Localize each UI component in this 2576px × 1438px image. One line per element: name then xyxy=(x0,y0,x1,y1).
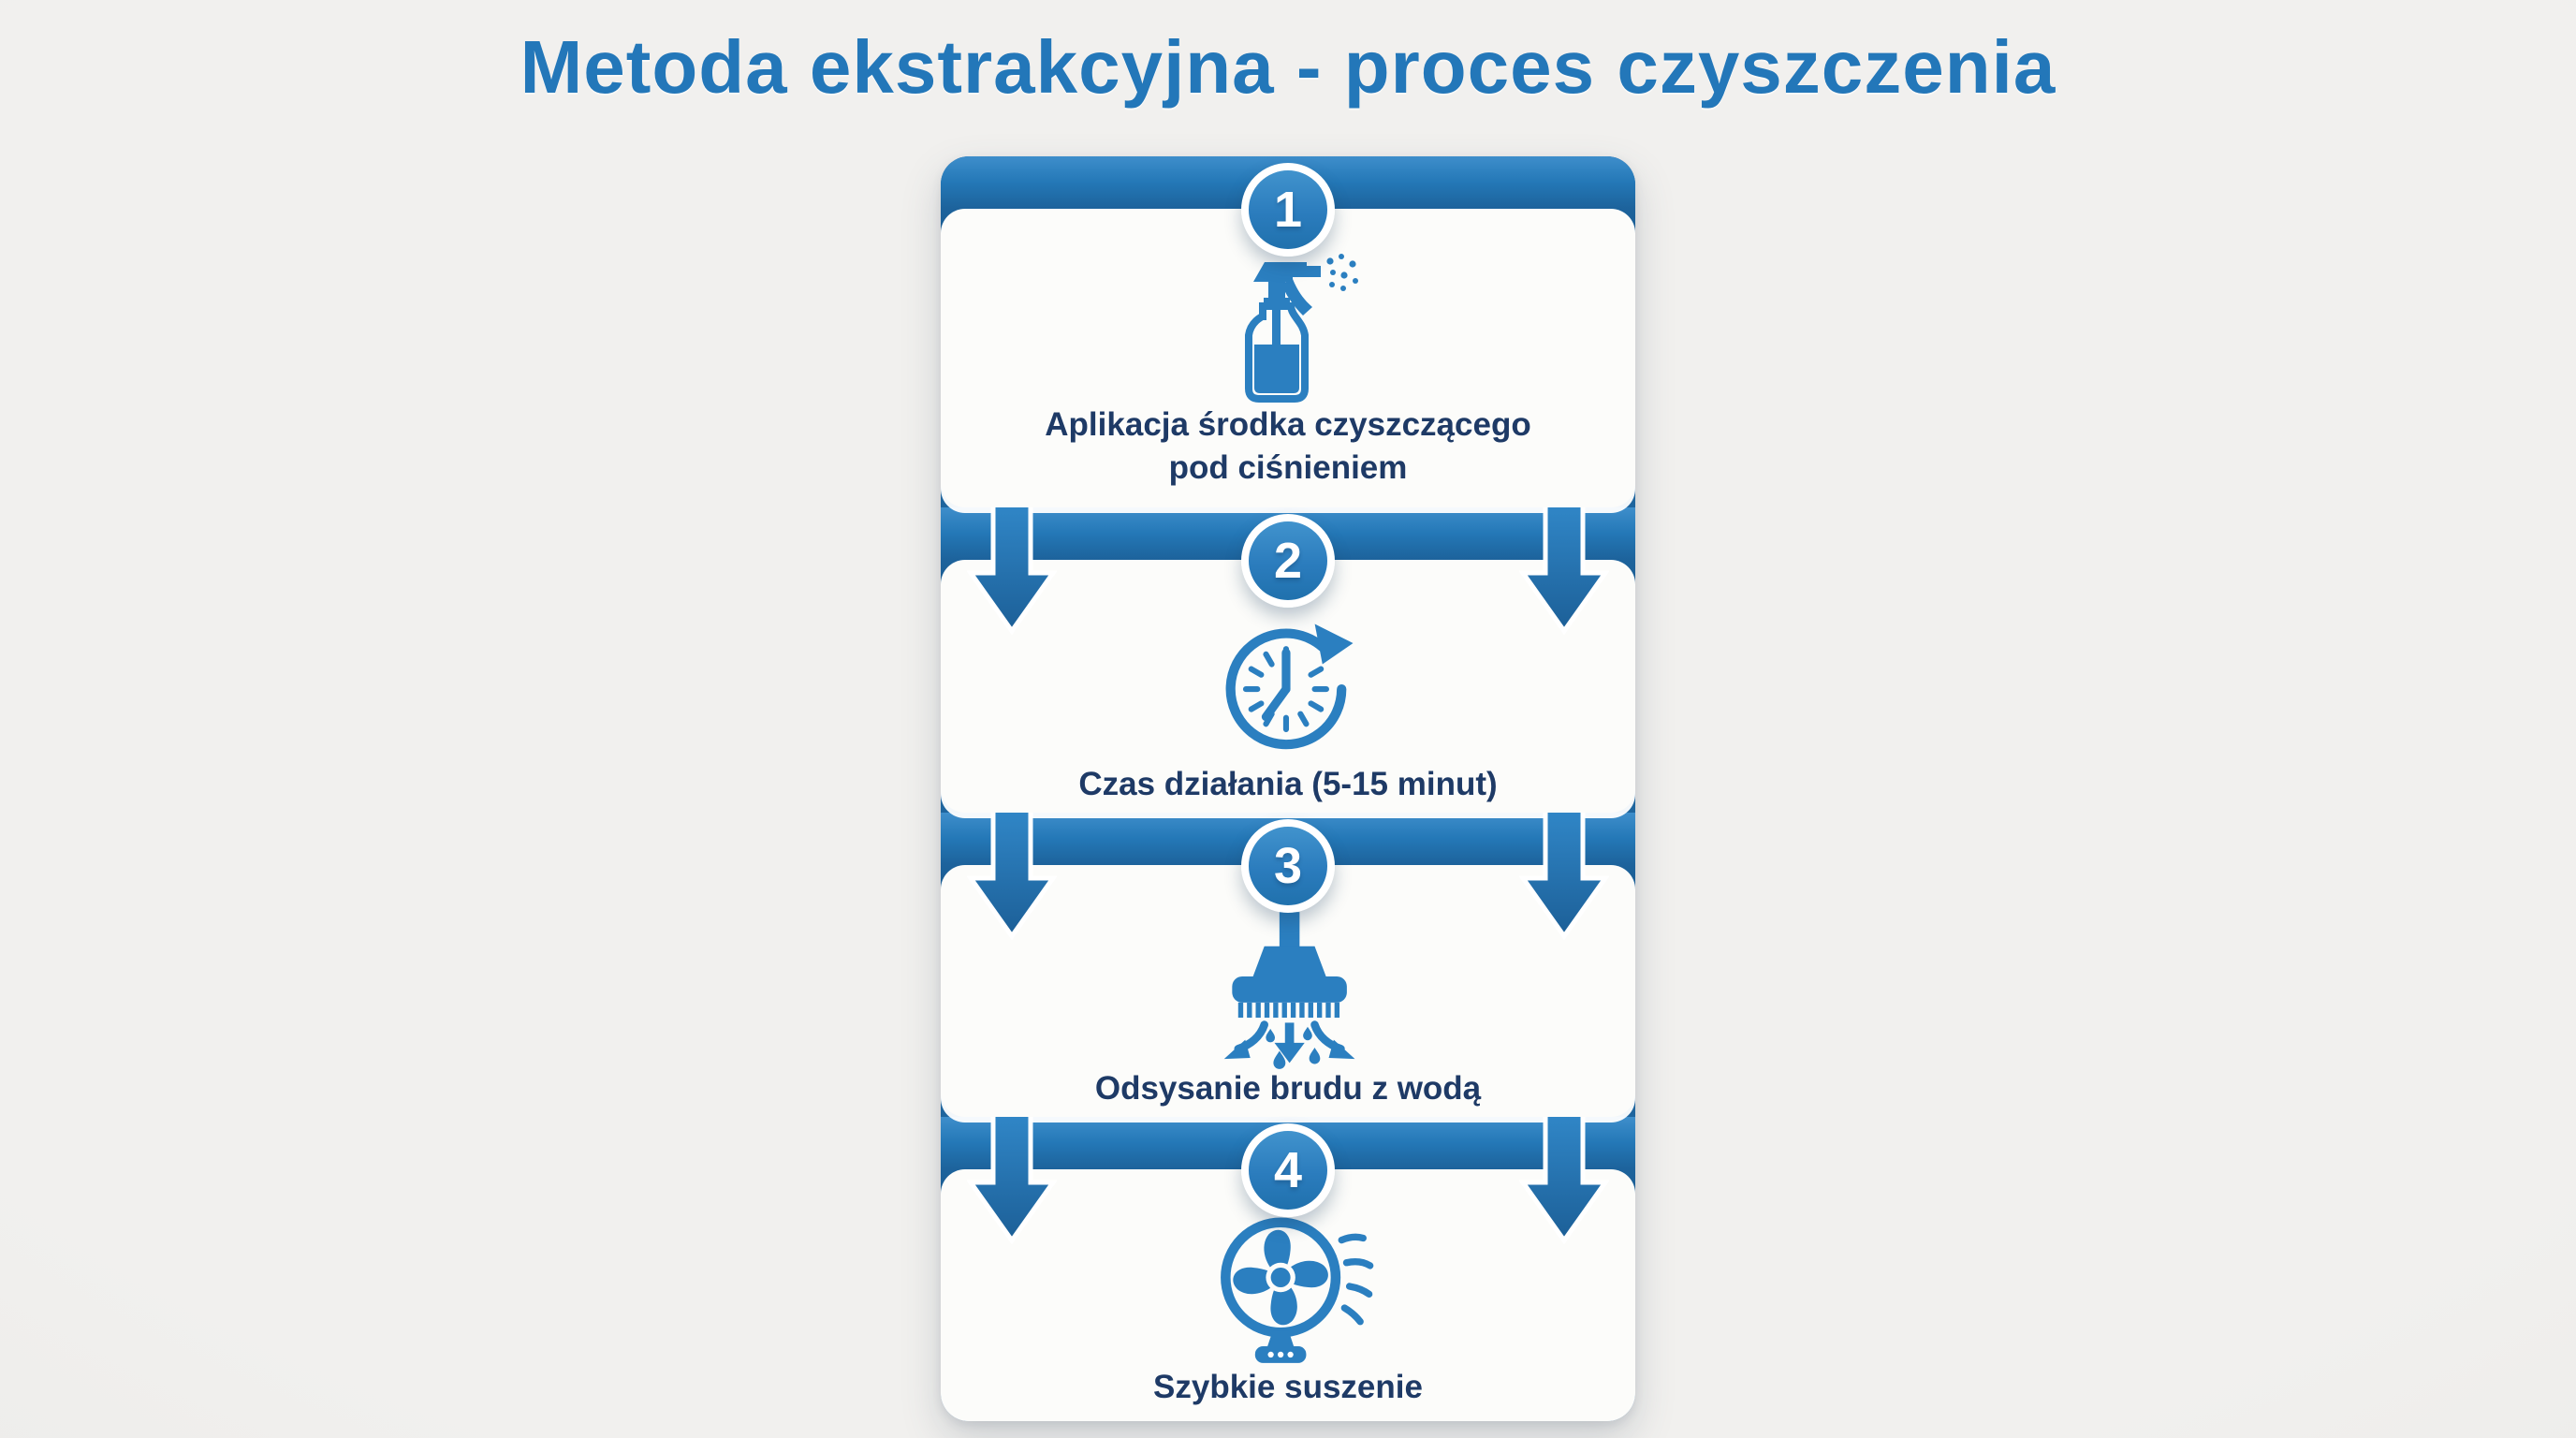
down-arrow-icon xyxy=(1519,507,1609,636)
down-arrow-icon xyxy=(967,1117,1057,1245)
vacuum-nozzle-icon xyxy=(1197,910,1380,1071)
step-number-badge: 4 xyxy=(1241,1123,1335,1217)
process-panel: Aplikacja środka czyszczącego pod ciśnie… xyxy=(941,156,1635,1421)
step-section-1: Aplikacja środka czyszczącego pod ciśnie… xyxy=(941,156,1635,507)
step-caption: Aplikacja środka czyszczącego pod ciśnie… xyxy=(1045,406,1531,486)
step-section-4: Szybkie suszenie 4 xyxy=(941,1117,1635,1421)
step-number: 3 xyxy=(1273,838,1303,894)
down-arrow-icon xyxy=(967,813,1057,941)
step-section-2: Czas działania (5-15 minut) 2 xyxy=(941,507,1635,813)
step-caption: Szybkie suszenie xyxy=(1153,1368,1423,1405)
step-number-badge: 3 xyxy=(1241,819,1335,913)
step-number: 2 xyxy=(1273,533,1303,589)
step-section-3: Odsysanie brudu z wodą 3 xyxy=(941,813,1635,1117)
step-number: 1 xyxy=(1273,182,1303,238)
clock-timer-icon xyxy=(1202,605,1374,768)
step-number: 4 xyxy=(1273,1142,1303,1198)
step-caption: Odsysanie brudu z wodą xyxy=(1094,1069,1482,1107)
down-arrow-icon xyxy=(1519,813,1609,941)
step-caption: Czas działania (5-15 minut) xyxy=(1078,765,1498,802)
down-arrow-icon xyxy=(967,507,1057,636)
step-number-badge: 2 xyxy=(1241,514,1335,608)
fan-icon xyxy=(1199,1209,1377,1366)
step-number-badge: 1 xyxy=(1241,163,1335,257)
spray-bottle-icon xyxy=(1210,246,1366,415)
down-arrow-icon xyxy=(1519,1117,1609,1245)
page-title: Metoda ekstrakcyjna - proces czyszczenia xyxy=(520,25,2056,109)
